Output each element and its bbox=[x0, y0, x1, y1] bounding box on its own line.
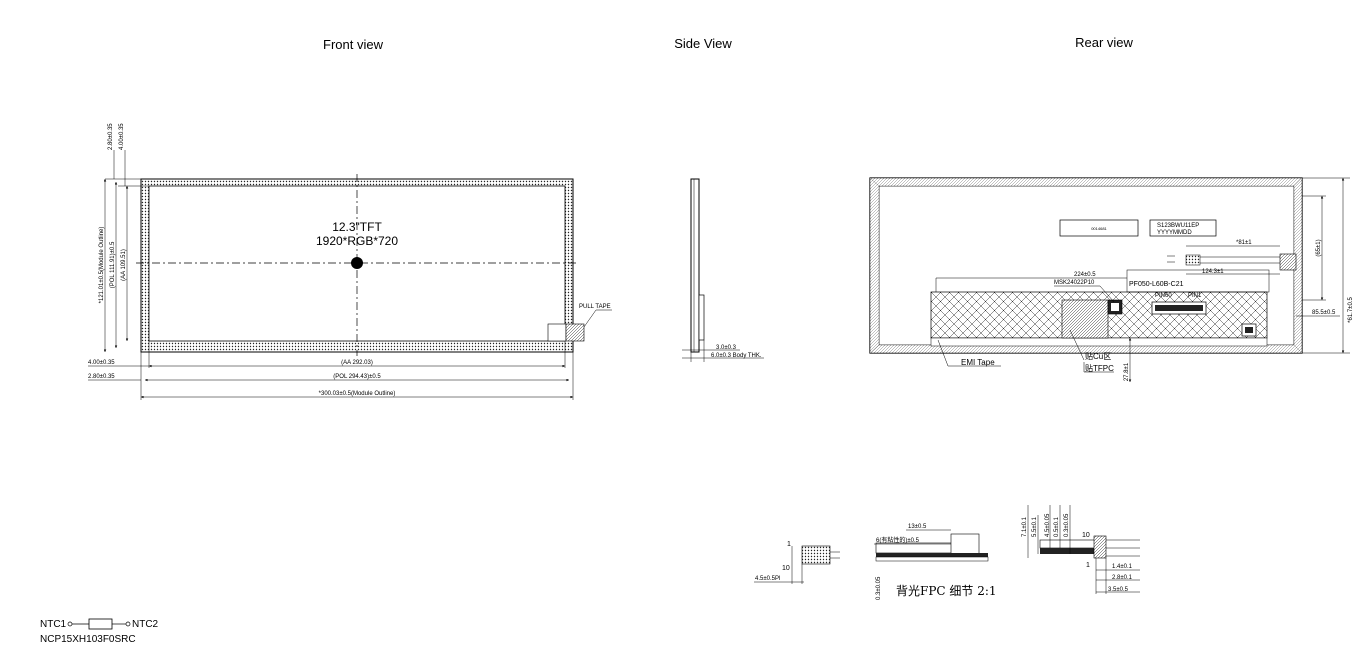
rear-label-model bbox=[1149, 219, 1217, 237]
dim-top-b: 4.00±0.35 bbox=[119, 123, 125, 150]
rear-note-tfpc: 贴TFPC bbox=[1085, 363, 1114, 373]
detail-2: 13±0.5 6(有粘性的)±0.5 0.3±0.05 背光FPC 细节 2:1 bbox=[874, 524, 997, 600]
d1-pin1: 1 bbox=[787, 541, 791, 548]
front-view-title: Front view bbox=[323, 37, 384, 52]
d3-10: 10 bbox=[1082, 532, 1090, 539]
side-dim-a: 3.0±0.3 bbox=[716, 345, 737, 351]
rear-label-small-text: 0014681 bbox=[1091, 226, 1107, 231]
rear-emi-tape: EMI Tape bbox=[961, 358, 995, 367]
detail-3: 10 1 7.1±0.1 5.5±0.1 4.5±0.05 0.5±0.1 0.… bbox=[1022, 505, 1140, 594]
d3-35: 3.5±0.5 bbox=[1108, 587, 1129, 593]
side-view-title: Side View bbox=[674, 36, 732, 51]
rear-dim-81: *81±1 bbox=[1236, 240, 1252, 246]
d1-pin10: 10 bbox=[782, 565, 790, 572]
side-view: 3.0±0.3 6.0±0.3 Body THK. bbox=[682, 178, 764, 362]
d3-1: 1 bbox=[1086, 562, 1090, 569]
pull-tape-notch bbox=[547, 323, 567, 342]
rear-view: 0014681 S123BWU11EP YYYYMMDD *81±1 124.3… bbox=[869, 177, 1354, 382]
rear-label-model-text: S123BWU11EP bbox=[1157, 223, 1199, 229]
dim-left-a: 4.00±0.35 bbox=[88, 360, 115, 366]
dim-outline-width: *300.03±0.5(Module Outline) bbox=[319, 391, 396, 397]
rear-dim-124: 124.3±1 bbox=[1202, 269, 1224, 275]
dim-height-outline: *121.01±0.5(Module Outline) bbox=[99, 227, 105, 304]
dim-height-pol: (POL 111.91)±0.5 bbox=[110, 241, 116, 288]
d3-14: 1.4±0.1 bbox=[1112, 564, 1133, 570]
dim-pol-width: (POL 294.43)±0.5 bbox=[333, 374, 381, 380]
front-center-mark bbox=[351, 257, 363, 269]
detail-1: 1 10 4.5±0.5Pl bbox=[754, 541, 840, 584]
pull-tape bbox=[565, 323, 585, 342]
d3-28: 2.8±0.1 bbox=[1112, 575, 1133, 581]
rear-dim-right-v: (65±1) bbox=[1316, 239, 1322, 256]
d3-55: 5.5±0.1 bbox=[1032, 516, 1038, 537]
ntc1-label: NTC1 bbox=[40, 619, 67, 630]
d3-05: 0.5±0.1 bbox=[1054, 516, 1060, 537]
side-body bbox=[690, 178, 700, 353]
d2-6: 6(有粘性的)±0.5 bbox=[876, 536, 920, 544]
rear-note-cu: 贴Cu区 bbox=[1085, 351, 1111, 361]
ntc-resistor bbox=[88, 618, 113, 630]
d1-pitch: 4.5±0.5Pl bbox=[755, 576, 780, 582]
d2-03: 0.3±0.05 bbox=[876, 576, 882, 600]
rear-fpc-part: PF050-L60B-C21 bbox=[1129, 281, 1184, 288]
d3-71: 7.1±0.1 bbox=[1022, 516, 1028, 537]
rear-connector-part: MSK24022P10 bbox=[1054, 280, 1095, 286]
front-center-label-1: 12.3"TFT bbox=[332, 220, 382, 234]
dim-top-a: 2.80±0.35 bbox=[108, 123, 114, 150]
rear-pin60: PIN60 bbox=[1155, 293, 1172, 299]
dim-left-b: 2.80±0.35 bbox=[88, 374, 115, 380]
rear-label-date-text: YYYYMMDD bbox=[1157, 230, 1192, 236]
d2-13: 13±0.5 bbox=[908, 524, 927, 530]
rear-view-title: Rear view bbox=[1075, 35, 1133, 50]
d3-45: 4.5±0.05 bbox=[1045, 513, 1051, 537]
d3-03: 0.3±0.05 bbox=[1064, 513, 1070, 537]
side-dim-b: 6.0±0.3 Body THK. bbox=[711, 353, 762, 359]
ntc-schematic: NTC1 NTC2 NCP15XH103F0SRC bbox=[40, 618, 159, 645]
rear-pin1: PIN1 bbox=[1188, 293, 1202, 299]
rear-dim-right-h: 85.5±0.5 bbox=[1312, 310, 1336, 316]
rear-dim-bottom-v: 27.8±1 bbox=[1124, 362, 1130, 381]
dim-aa-width: (AA 292.03) bbox=[341, 360, 373, 366]
rear-dim-right-outer: *61.7±0.5 bbox=[1348, 297, 1354, 323]
dim-height-aa: (AA 109.51) bbox=[121, 249, 127, 281]
ntc-part-number: NCP15XH103F0SRC bbox=[40, 634, 136, 645]
pull-tape-label: PULL TAPE bbox=[579, 304, 611, 310]
front-center-label-2: 1920*RGB*720 bbox=[316, 234, 398, 248]
rear-dim-224: 224±0.5 bbox=[1074, 272, 1096, 278]
ntc2-label: NTC2 bbox=[132, 619, 159, 630]
rear-label-small bbox=[1059, 219, 1139, 237]
front-view: 12.3"TFT 1920*RGB*720 PULL TAPE 2.80±0.3… bbox=[88, 123, 612, 400]
side-fpc bbox=[698, 294, 705, 341]
d2-caption: 背光FPC 细节 2:1 bbox=[896, 584, 997, 598]
